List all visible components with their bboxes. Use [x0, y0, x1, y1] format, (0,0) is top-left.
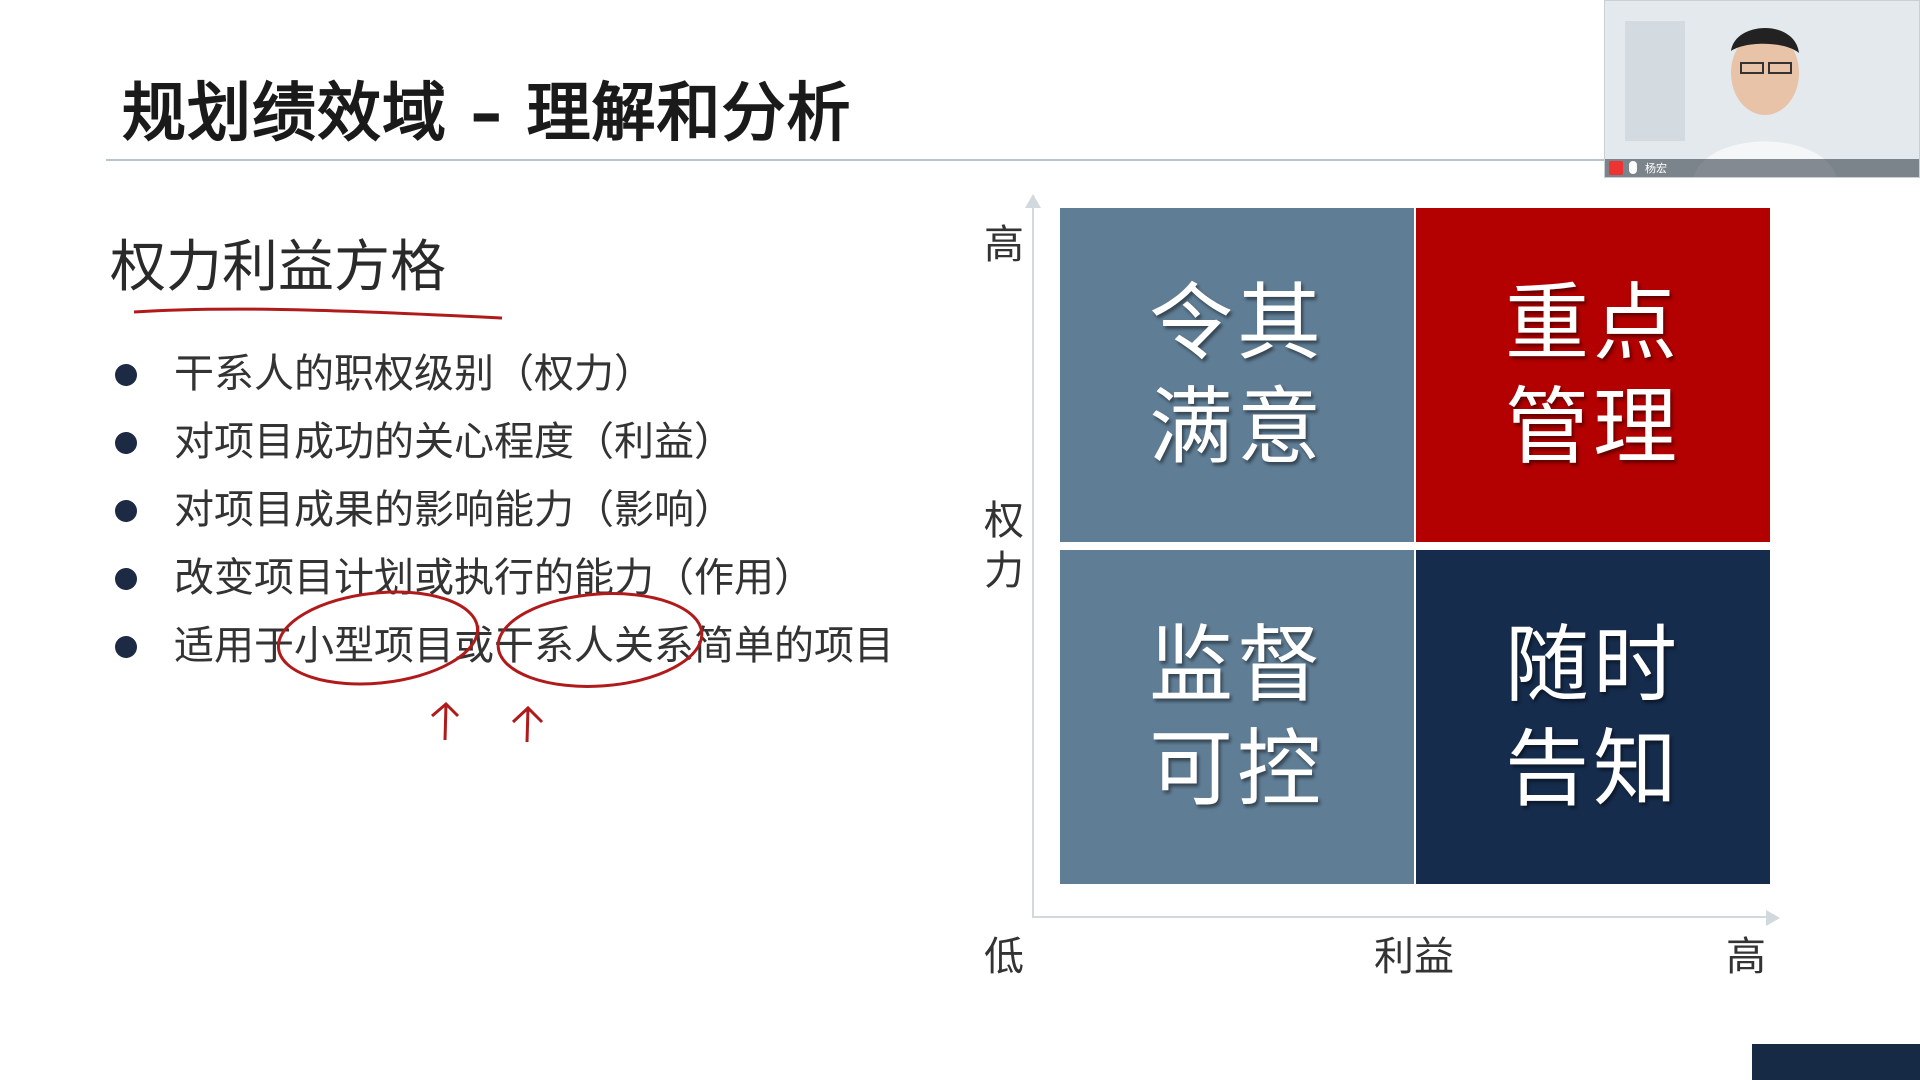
x-axis-title: 利益 [1374, 934, 1454, 980]
microphone-icon [1629, 161, 1637, 174]
slide-title: 规划绩效域 – 理解和分析 [122, 77, 852, 151]
bullet-item: 改变项目计划或执行的能力（作用） [112, 544, 894, 612]
bullet-item: 对项目成果的影响能力（影响） [112, 476, 894, 544]
title-divider [106, 159, 1606, 161]
quadrant-label: 随时告知 [1504, 616, 1681, 818]
bullet-dot-icon [115, 364, 137, 386]
x-axis-arrow-icon [1766, 910, 1780, 926]
corner-decoration [1752, 1044, 1920, 1080]
x-axis-high-label: 高 [1726, 934, 1766, 980]
webcam-overlay[interactable]: 杨宏 [1604, 0, 1920, 178]
bullet-item: 干系人的职权级别（权力） [112, 340, 894, 408]
subtitle-underline [133, 307, 503, 320]
bullet-item: 适用于小型项目或干系人关系简单的项目 [112, 612, 894, 680]
presenter-name: 杨宏 [1645, 162, 1667, 175]
quadrant-manage-closely: 重点管理 [1416, 208, 1770, 542]
section-subtitle: 权力利益方格 [110, 235, 446, 300]
bullet-dot-icon [115, 636, 137, 658]
bullet-text: 适用于小型项目或干系人关系简单的项目 [174, 623, 894, 669]
x-axis-low-label: 低 [984, 934, 1024, 980]
bullet-text: 对项目成功的关心程度（利益） [174, 419, 734, 465]
bullet-text: 改变项目计划或执行的能力（作用） [174, 555, 814, 601]
y-axis-arrow-icon [1025, 194, 1041, 208]
bullet-dot-icon [115, 568, 137, 590]
bullet-item: 对项目成功的关心程度（利益） [112, 408, 894, 476]
bullet-dot-icon [115, 500, 137, 522]
ink-arrow-up-1 [431, 701, 460, 741]
ink-arrow-up-2 [511, 705, 544, 743]
quadrant-label: 重点管理 [1504, 274, 1681, 476]
presenter-video [1605, 1, 1919, 177]
webcam-status-bar: 杨宏 [1605, 159, 1919, 177]
y-axis-line [1032, 198, 1034, 918]
bullet-text: 对项目成果的影响能力（影响） [174, 487, 734, 533]
bullet-list: 干系人的职权级别（权力） 对项目成功的关心程度（利益） 对项目成果的影响能力（影… [112, 340, 894, 680]
x-axis-line [1032, 916, 1772, 918]
quadrant-monitor: 监督可控 [1060, 550, 1414, 884]
quadrant-keep-informed: 随时告知 [1416, 550, 1770, 884]
y-axis-title: 权力 [984, 498, 1024, 594]
quadrant-label: 监督可控 [1148, 616, 1325, 818]
y-axis-high-label: 高 [984, 222, 1024, 268]
bullet-text: 干系人的职权级别（权力） [174, 351, 654, 397]
user-icon [1609, 161, 1623, 175]
quadrant-label: 令其满意 [1148, 274, 1325, 476]
bullet-dot-icon [115, 432, 137, 454]
quadrant-keep-satisfied: 令其满意 [1060, 208, 1414, 542]
